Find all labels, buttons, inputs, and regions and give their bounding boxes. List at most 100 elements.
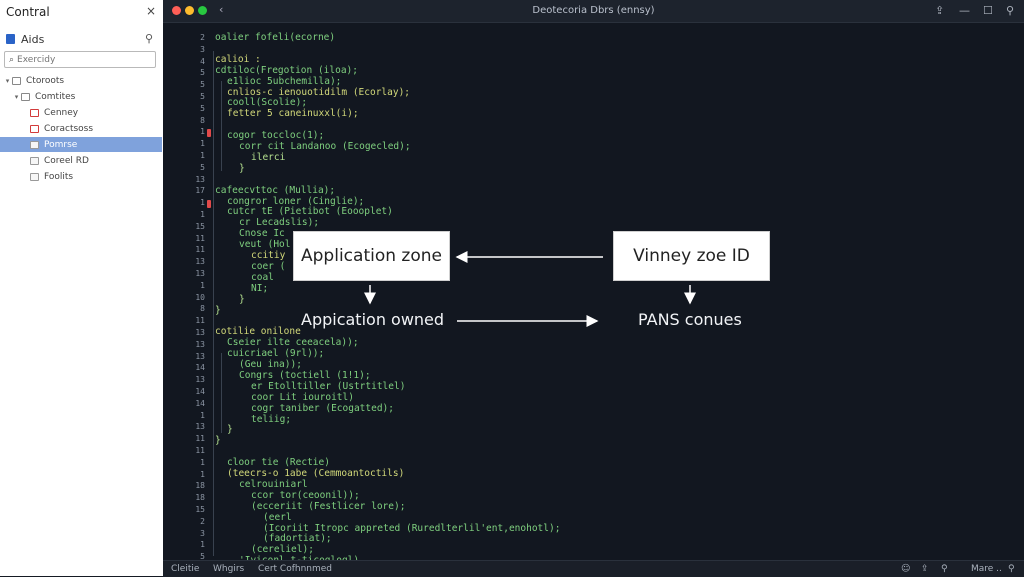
code-line[interactable]: cdtiloc(Fregotion (iloa);: [215, 64, 358, 76]
code-line[interactable]: cotilie onilone: [215, 326, 301, 338]
line-number: 3: [200, 44, 205, 54]
code-line[interactable]: coal: [251, 271, 274, 283]
code-line[interactable]: }: [215, 304, 221, 316]
tree-item-label: Foolits: [44, 171, 74, 182]
code-line[interactable]: (Geu ina));: [239, 359, 302, 370]
tree-item[interactable]: Foolits: [0, 169, 162, 184]
code-line[interactable]: cogor toccloc(1);: [227, 130, 325, 142]
search-icon: ⌕: [9, 54, 15, 65]
tree-item[interactable]: ▾ Ctoroots: [0, 73, 162, 88]
code-line[interactable]: veut (Hol: [239, 239, 291, 251]
close-window-button[interactable]: [172, 6, 181, 15]
tree-item[interactable]: Coreel RD: [0, 153, 162, 168]
status-item[interactable]: Whgirs: [213, 564, 245, 574]
status-item[interactable]: Cleitie: [171, 564, 200, 574]
pin-icon[interactable]: ⚲: [1006, 4, 1015, 17]
tree-item-label: Pomrse: [44, 139, 78, 150]
code-line[interactable]: e1lioc 5ubchemilla);: [227, 75, 342, 87]
breakpoint-marker[interactable]: [207, 129, 211, 138]
code-line[interactable]: ccitiy: [251, 250, 286, 261]
code-line[interactable]: corr cit Landanoo (Ecogecled);: [239, 141, 411, 152]
code-line[interactable]: oalier fofeli(ecorne): [215, 32, 336, 43]
chevron-down-icon[interactable]: ▾: [5, 76, 10, 85]
vinney-zone-label: Vinney zoe ID: [633, 246, 750, 266]
sidebar-header-label: Aids: [21, 32, 45, 46]
code-line[interactable]: er Etolltiller (Ustrtitlel): [251, 380, 406, 392]
line-number: 5: [200, 68, 205, 78]
share-icon[interactable]: ⇪: [921, 564, 929, 574]
code-line[interactable]: teliig;: [251, 413, 292, 425]
code-line[interactable]: (cereliel);: [251, 544, 314, 556]
line-number: 1: [200, 469, 205, 479]
code-line[interactable]: (fadortiat);: [263, 533, 332, 545]
window-title: Deotecoria Dbrs (ennsy): [532, 5, 655, 16]
code-line[interactable]: }: [227, 424, 233, 436]
restore-icon[interactable]: ☐: [983, 4, 993, 17]
code-line[interactable]: ccor tor(ceoonil));: [251, 489, 360, 501]
code-line[interactable]: cnlios-c ienouotidilm (Ecorlay);: [227, 86, 411, 98]
sidebar-header[interactable]: Aids ⚲: [0, 31, 163, 47]
code-line[interactable]: Cnose Ic: [239, 228, 285, 240]
search-input[interactable]: [17, 54, 138, 65]
code-line[interactable]: cooll(Scolie);: [227, 97, 308, 109]
minimize-window-button[interactable]: [185, 6, 194, 15]
status-more[interactable]: Mare ..: [971, 564, 1002, 574]
tree-item[interactable]: Pomrse: [0, 137, 162, 152]
search-box[interactable]: ⌕: [4, 51, 156, 68]
code-line[interactable]: }: [239, 162, 245, 174]
code-line[interactable]: fetter 5 caneinuxxl(i);: [227, 108, 359, 120]
code-line[interactable]: calioi :: [215, 53, 261, 65]
back-icon[interactable]: ‹: [219, 3, 224, 16]
code-line[interactable]: }: [239, 293, 245, 305]
code-line[interactable]: cogr taniber (Ecogatted);: [251, 402, 394, 414]
pin-icon[interactable]: ⚲: [1008, 564, 1015, 574]
tree-item[interactable]: ▾Comtites: [0, 89, 162, 104]
code-line[interactable]: Congrs (toctiell (1!1);: [239, 369, 371, 381]
share-icon[interactable]: ⇪: [935, 4, 945, 17]
line-number: 1: [200, 410, 205, 420]
folder-icon: [30, 140, 39, 149]
vinney-zone-box: Vinney zoe ID: [613, 231, 770, 281]
line-number: 13: [195, 422, 205, 432]
code-line[interactable]: (ecceriit (Festlicer lore);: [251, 500, 406, 512]
code-line[interactable]: celrouiniarl: [239, 478, 308, 490]
pin-icon[interactable]: ⚲: [144, 32, 153, 45]
line-number: 4: [200, 56, 205, 66]
line-number: 2: [200, 516, 205, 526]
fold-guide: [213, 51, 214, 556]
code-line[interactable]: cloor tie (Rectie): [227, 457, 330, 469]
line-number: 17: [195, 186, 205, 196]
tree-item[interactable]: Coractsoss: [0, 121, 162, 136]
close-icon[interactable]: ×: [146, 4, 157, 18]
code-line[interactable]: ilerci: [251, 151, 286, 163]
application-zone-label: Application zone: [301, 246, 442, 266]
code-line[interactable]: coer (: [251, 260, 286, 272]
code-line[interactable]: }: [215, 435, 221, 447]
fold-guide: [221, 81, 222, 171]
feedback-icon[interactable]: ☺: [901, 564, 911, 574]
status-item[interactable]: Cert Cofhnnmed: [258, 564, 332, 574]
code-line[interactable]: NI;: [251, 282, 269, 294]
diagram-arrows: [364, 251, 696, 327]
code-line[interactable]: congror loner (Cinglie);: [227, 195, 365, 207]
code-line[interactable]: cr Lecadslis);: [239, 217, 320, 229]
code-line[interactable]: cutcr tE (Pietibot (Eoooplet): [227, 206, 393, 218]
app-icon: [6, 34, 15, 44]
zoom-window-button[interactable]: [198, 6, 207, 15]
pin-icon[interactable]: ⚲: [941, 564, 948, 574]
code-line[interactable]: cafeecvttoc (Mullia);: [215, 184, 336, 196]
chevron-down-icon[interactable]: ▾: [14, 92, 19, 101]
code-line[interactable]: (teecrs-o 1abe (Cemmoantoctils): [227, 468, 405, 479]
code-line[interactable]: (eerl: [263, 511, 292, 523]
code-line[interactable]: coor Lit iouroitl): [251, 391, 354, 403]
tree-item[interactable]: Cenney: [0, 105, 162, 120]
tree-item-label: Ctoroots: [26, 75, 65, 86]
minimize-icon[interactable]: —: [959, 4, 970, 17]
code-line[interactable]: (Icoriit Itropc appreted (Ruredlterlil'e…: [263, 522, 561, 534]
folder-icon: [30, 124, 39, 133]
code-line[interactable]: Cseier ilte ceeacela));: [227, 337, 359, 349]
line-number: 1: [200, 280, 205, 290]
code-line[interactable]: cuicriael (9rl));: [227, 348, 325, 360]
breakpoint-marker[interactable]: [207, 200, 211, 209]
